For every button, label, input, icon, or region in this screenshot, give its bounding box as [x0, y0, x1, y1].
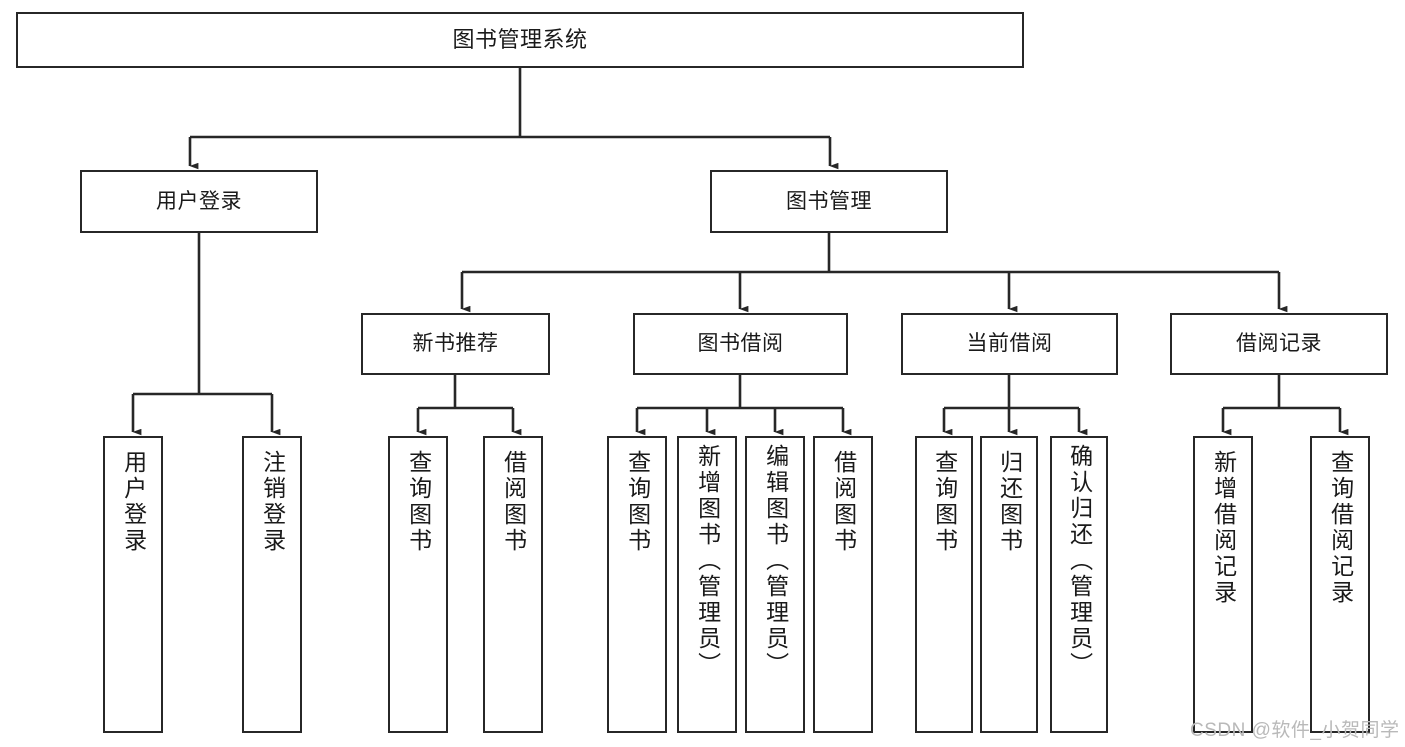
- leaf-return-book[interactable]: 归还图书: [980, 436, 1038, 733]
- leaf-query-borrow-record[interactable]: 查询借阅记录: [1310, 436, 1370, 733]
- leaf-add-borrow-record[interactable]: 新增借阅记录: [1193, 436, 1253, 733]
- leaf-edit-book-admin[interactable]: 编辑图书（管理员）: [745, 436, 805, 733]
- node-user-login[interactable]: 用户登录: [80, 170, 318, 233]
- leaf-query-book-current[interactable]: 查询图书: [915, 436, 973, 733]
- node-label: 借阅图书: [830, 450, 857, 554]
- node-label: 查询图书: [931, 450, 958, 554]
- node-label: 用户登录: [156, 189, 242, 213]
- leaf-add-book-admin[interactable]: 新增图书（管理员）: [677, 436, 737, 733]
- leaf-logout-login[interactable]: 注销登录: [242, 436, 302, 733]
- node-label: 借阅图书: [500, 450, 527, 554]
- node-new-book-recommend[interactable]: 新书推荐: [361, 313, 550, 375]
- node-label: 编辑图书（管理员）: [762, 444, 789, 678]
- leaf-borrow-book-new-recommend[interactable]: 借阅图书: [483, 436, 543, 733]
- node-label: 当前借阅: [966, 332, 1053, 356]
- node-label: 注销登录: [259, 450, 286, 554]
- node-label: 图书借阅: [697, 332, 784, 356]
- node-root-book-management-system[interactable]: 图书管理系统: [16, 12, 1024, 68]
- csdn-watermark: CSDN @软件_小贺同学: [1190, 720, 1400, 741]
- leaf-confirm-return-admin[interactable]: 确认归还（管理员）: [1050, 436, 1108, 733]
- leaf-query-book-borrow[interactable]: 查询图书: [607, 436, 667, 733]
- node-label: 新增图书（管理员）: [694, 444, 721, 678]
- node-label: 查询图书: [624, 450, 651, 554]
- leaf-query-book-new-recommend[interactable]: 查询图书: [388, 436, 448, 733]
- node-current-borrow[interactable]: 当前借阅: [901, 313, 1118, 375]
- leaf-borrow-book[interactable]: 借阅图书: [813, 436, 873, 733]
- node-label: 查询借阅记录: [1327, 450, 1354, 606]
- node-book-management[interactable]: 图书管理: [710, 170, 948, 233]
- node-borrow-record[interactable]: 借阅记录: [1170, 313, 1388, 375]
- node-label: 图书管理系统: [452, 26, 588, 52]
- node-label: 查询图书: [405, 450, 432, 554]
- node-book-borrow[interactable]: 图书借阅: [633, 313, 848, 375]
- node-label: 新增借阅记录: [1210, 450, 1237, 606]
- node-label: 新书推荐: [412, 332, 499, 356]
- node-label: 图书管理: [786, 189, 872, 213]
- node-label: 借阅记录: [1236, 332, 1322, 356]
- node-label: 归还图书: [996, 450, 1023, 554]
- leaf-user-login[interactable]: 用户登录: [103, 436, 163, 733]
- node-label: 用户登录: [120, 450, 147, 554]
- node-label: 确认归还（管理员）: [1066, 444, 1093, 678]
